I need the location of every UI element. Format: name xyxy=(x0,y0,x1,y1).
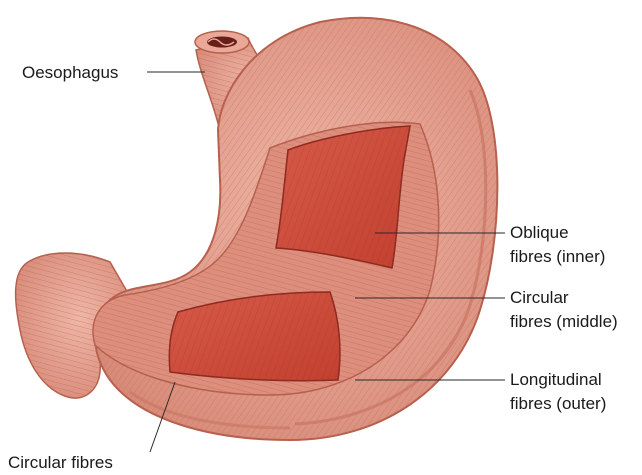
label-longitudinal-line2: fibres (outer) xyxy=(510,394,606,413)
label-longitudinal-line1: Longitudinal xyxy=(510,370,602,389)
oblique-inner-window-upper xyxy=(276,126,410,268)
label-circular-middle-line1: Circular xyxy=(510,288,569,307)
label-oblique-line1: Oblique xyxy=(510,223,569,242)
label-circular-bottom: Circular fibres xyxy=(8,453,113,472)
label-circular-middle-line2: fibres (middle) xyxy=(510,312,618,331)
label-oblique-line2: fibres (inner) xyxy=(510,247,605,266)
label-oesophagus: Oesophagus xyxy=(22,63,118,82)
